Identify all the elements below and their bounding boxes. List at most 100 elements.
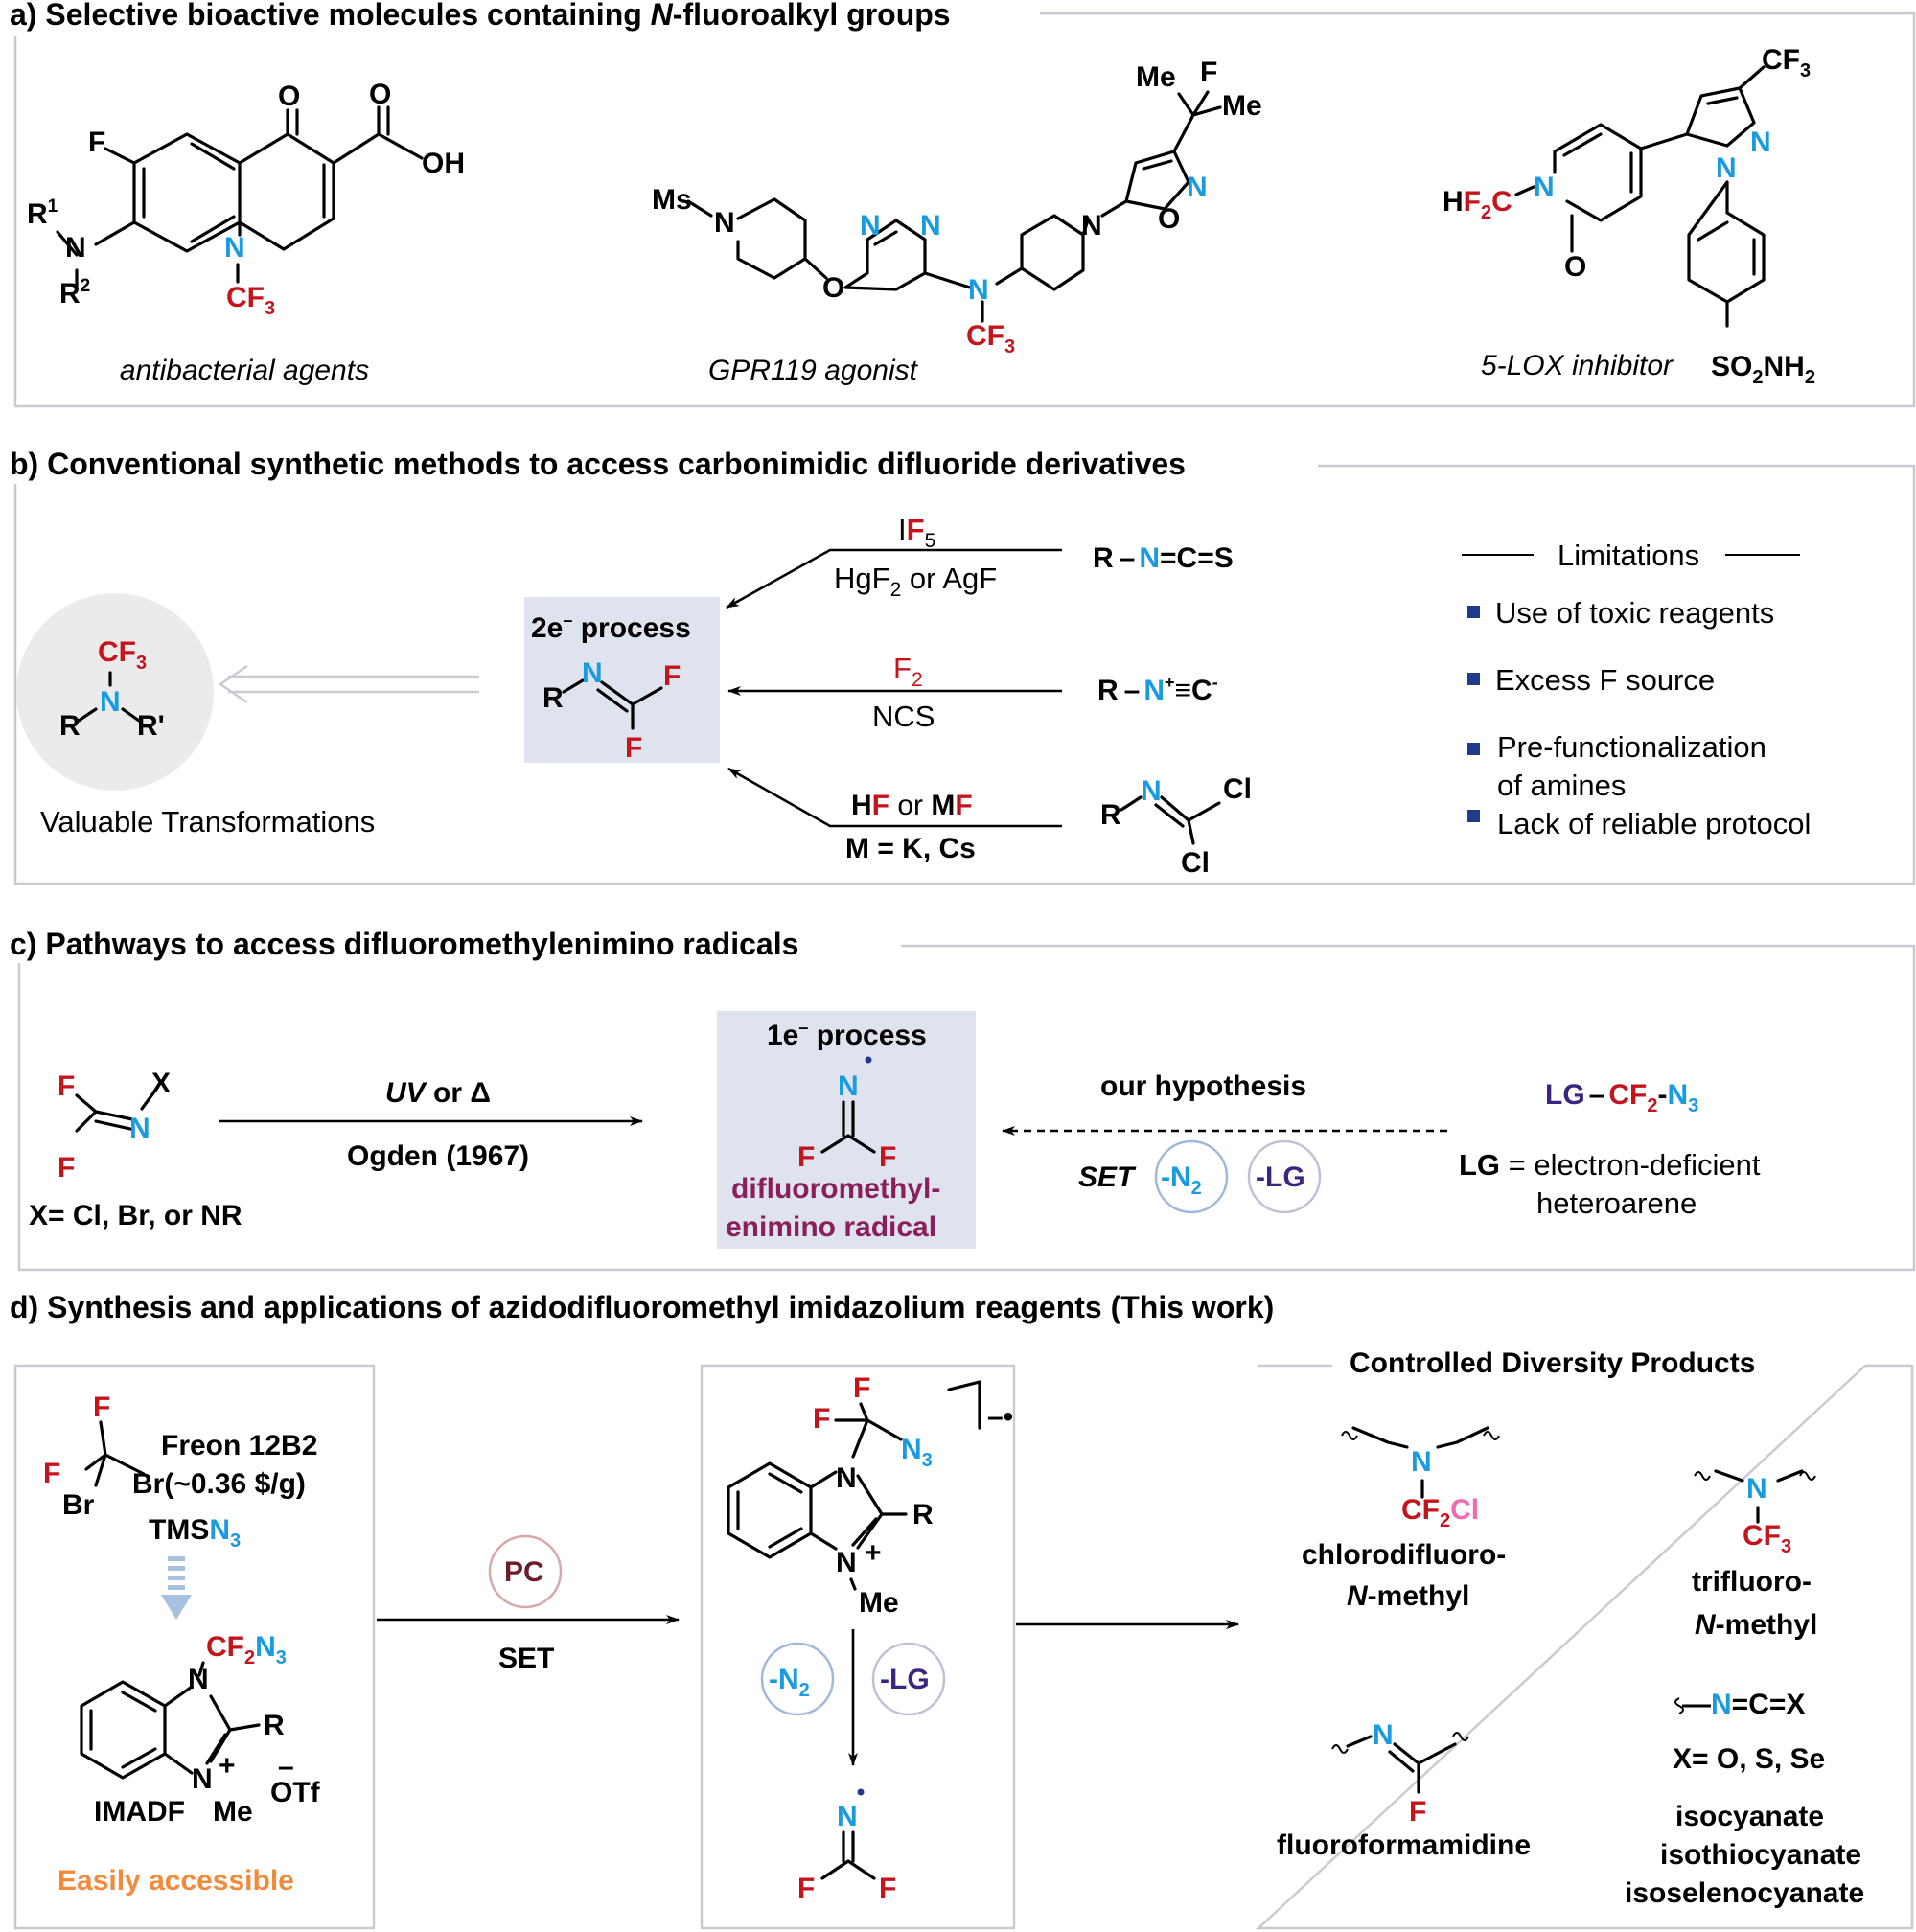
valuable-transformations: Valuable Transformations xyxy=(40,805,375,839)
panel-c-title: c) Pathways to access difluoromethylenim… xyxy=(10,927,798,961)
product-1-name: chlorodifluoro- xyxy=(1302,1539,1506,1571)
svg-text:N: N xyxy=(65,232,86,264)
imadf-label: IMADF xyxy=(94,1796,185,1828)
svg-text:OH: OH xyxy=(422,148,465,179)
svg-text:HgF2 or AgF: HgF2 or AgF xyxy=(834,562,997,601)
svg-text:F: F xyxy=(1409,1796,1426,1828)
product-4-isothiocyanate: isothiocyanate xyxy=(1660,1839,1861,1871)
radical-name-2: enimino radical xyxy=(726,1211,936,1243)
panel-c-frame xyxy=(17,944,1916,1272)
svg-text:-N2: -N2 xyxy=(769,1664,810,1701)
svg-text:F: F xyxy=(853,1372,870,1404)
svg-text:Br: Br xyxy=(62,1489,95,1521)
svg-text:N: N xyxy=(860,210,881,242)
svg-text:N: N xyxy=(1411,1446,1432,1478)
product-4-isoselenocyanate: isoselenocyanate xyxy=(1625,1877,1864,1909)
svg-text:CF3: CF3 xyxy=(1743,1520,1791,1557)
svg-text:R: R xyxy=(542,682,564,714)
svg-text:Ms: Ms xyxy=(652,184,692,216)
arrow-1 xyxy=(726,548,1062,610)
svg-text:N: N xyxy=(920,210,941,242)
svg-text:F: F xyxy=(797,1141,815,1173)
svg-text:+: + xyxy=(865,1537,882,1569)
svg-text:SO2NH2: SO2NH2 xyxy=(1711,351,1815,388)
arrow-3 xyxy=(727,767,1062,828)
intermediate-box xyxy=(700,1364,1016,1930)
svg-text:R: R xyxy=(264,1710,285,1741)
svg-text:R–N+≡C-: R–N+≡C- xyxy=(1097,673,1218,706)
svg-text:—N=C=X: —N=C=X xyxy=(1682,1689,1805,1720)
svg-text:LG–CF2-N3: LG–CF2-N3 xyxy=(1545,1079,1698,1116)
svg-text:N: N xyxy=(837,1801,858,1832)
svg-text:R: R xyxy=(1100,799,1121,831)
svg-text:-LG: -LG xyxy=(880,1664,930,1695)
svg-text:F: F xyxy=(797,1873,815,1904)
easily-accessible: Easily accessible xyxy=(58,1865,294,1897)
svg-text:N: N xyxy=(188,1664,209,1695)
svg-text:F: F xyxy=(625,732,642,764)
gpr119-structure: Ms N O N N N CF3 N O N Me F Me GPR119 xyxy=(652,57,1262,386)
svg-text:TMSN3: TMSN3 xyxy=(149,1514,241,1552)
label-antibacterial: antibacterial agents xyxy=(120,355,369,386)
svg-text:–•: –• xyxy=(987,1401,1013,1433)
svg-text:O: O xyxy=(1158,203,1180,235)
panel-a-frame xyxy=(13,12,1916,408)
svg-text:O: O xyxy=(1564,251,1586,283)
products-title: Controlled Diversity Products xyxy=(1350,1347,1755,1379)
panel-b-title: b) Conventional synthetic methods to acc… xyxy=(10,447,1186,481)
svg-text:N: N xyxy=(224,232,245,264)
product-2-name: trifluoro- xyxy=(1692,1566,1812,1598)
svg-text:CF3: CF3 xyxy=(966,320,1015,357)
svg-text:R: R xyxy=(59,710,81,742)
svg-text:Cl: Cl xyxy=(1223,773,1252,805)
svg-text:CF3: CF3 xyxy=(1762,44,1811,81)
product-circle xyxy=(16,593,214,791)
svg-text:N: N xyxy=(1081,210,1102,242)
set-label: SET xyxy=(1078,1162,1137,1193)
product-4-isocyanate: isocyanate xyxy=(1675,1801,1824,1832)
5lox-structure: HF2C N O N N CF3 SO2NH2 5-LOX inhibitor xyxy=(1443,44,1815,388)
label-gpr119: GPR119 agonist xyxy=(708,355,919,386)
svg-text:N: N xyxy=(100,686,121,718)
radical-name-1: difluoromethyl- xyxy=(731,1173,940,1205)
svg-text:N: N xyxy=(582,657,603,689)
product-1-name-2: N-methyl xyxy=(1347,1580,1469,1612)
svg-text:PC: PC xyxy=(504,1556,544,1588)
svg-text:M = K, Cs: M = K, Cs xyxy=(845,833,976,864)
svg-text:F: F xyxy=(879,1873,896,1904)
svg-text:N: N xyxy=(1750,126,1771,158)
svg-text:+: + xyxy=(219,1750,236,1782)
svg-text:N: N xyxy=(838,1070,859,1102)
product-2-name-2: N-methyl xyxy=(1695,1609,1817,1641)
svg-text:IF5: IF5 xyxy=(898,513,935,552)
svg-text:-LG: -LG xyxy=(1256,1162,1305,1193)
label-5lox: 5-LOX inhibitor xyxy=(1481,350,1674,381)
svg-text:NCS: NCS xyxy=(872,700,935,733)
svg-text:Me: Me xyxy=(1136,61,1176,93)
2e-process-label: 2e– process xyxy=(531,610,691,644)
freon-price: Br(~0.36 $/g) xyxy=(132,1468,306,1500)
dashed-down-arrow xyxy=(161,1556,192,1620)
svg-text:CF2Cl: CF2Cl xyxy=(1401,1494,1479,1531)
limitation-4: Lack of reliable protocol xyxy=(1497,807,1811,840)
limitation-3: Pre-functionalization xyxy=(1497,730,1766,764)
1e-process-label: 1e– process xyxy=(767,1018,927,1051)
svg-text:Me: Me xyxy=(213,1796,253,1828)
svg-text:Me: Me xyxy=(859,1587,899,1619)
svg-text:Me: Me xyxy=(1222,90,1262,122)
panel-b-frame xyxy=(13,464,1916,886)
2e-process-box xyxy=(524,597,720,763)
limitation-1: Use of toxic reagents xyxy=(1495,596,1774,630)
svg-text:N: N xyxy=(1141,775,1162,807)
svg-text:R1: R1 xyxy=(27,196,58,230)
svg-text:CF3: CF3 xyxy=(226,282,275,319)
svg-text:HF or MF: HF or MF xyxy=(851,790,973,821)
svg-text:F: F xyxy=(879,1141,896,1173)
freon-name: Freon 12B2 xyxy=(161,1430,317,1461)
set-arrow-label: SET xyxy=(498,1643,554,1674)
svg-text:LG = electron-deficient: LG = electron-deficient xyxy=(1459,1148,1761,1182)
limitations-title: Limitations xyxy=(1558,539,1699,572)
product-4-x: X= O, S, Se xyxy=(1673,1743,1825,1775)
svg-text:F: F xyxy=(88,126,105,158)
